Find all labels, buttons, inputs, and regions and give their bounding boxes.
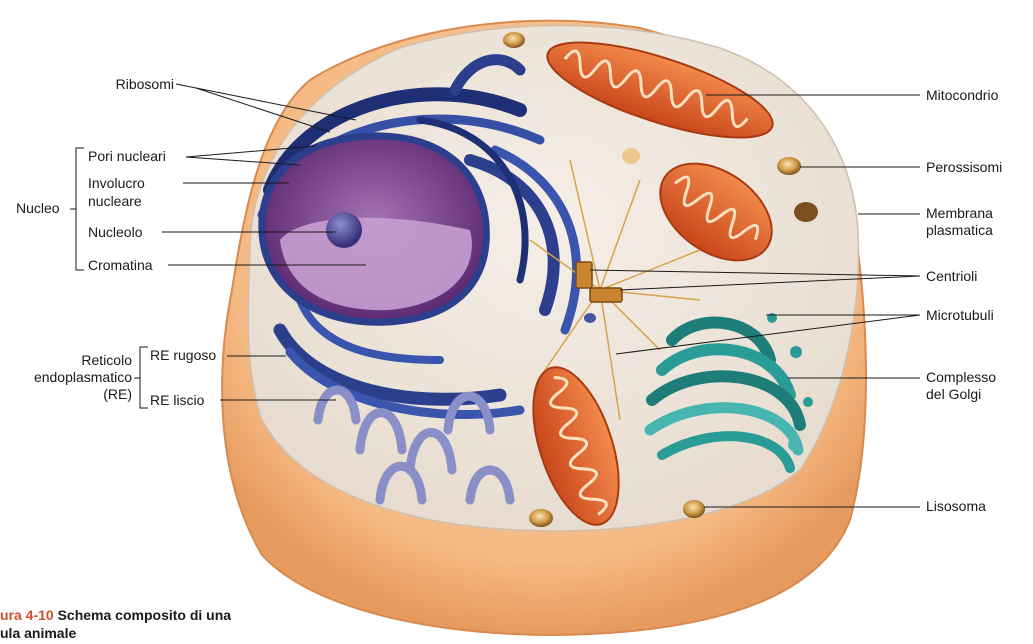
label-involucro-2: nucleare	[88, 193, 142, 210]
peroxisome	[503, 32, 525, 48]
label-centrioli: Centrioli	[926, 268, 977, 285]
peroxisome	[794, 202, 818, 222]
caption-line-1: Schema composito di una	[58, 607, 231, 623]
label-re-rugoso: RE rugoso	[150, 347, 216, 364]
label-membrana-2: plasmatica	[926, 222, 993, 239]
label-golgi-1: Complesso	[926, 369, 996, 386]
label-nucleolo: Nucleolo	[88, 224, 142, 241]
label-re-liscio: RE liscio	[150, 392, 204, 409]
peroxisome	[777, 157, 801, 175]
label-pori-nucleari: Pori nucleari	[88, 148, 166, 165]
label-membrana-1: Membrana	[926, 205, 993, 222]
caption-line-2: ula animale	[0, 624, 231, 642]
label-cromatina: Cromatina	[88, 257, 153, 274]
label-reticolo-3: (RE)	[20, 386, 132, 403]
lysosome	[683, 500, 705, 518]
vesicle	[584, 313, 596, 323]
nucleolus	[326, 212, 362, 248]
label-mitocondrio: Mitocondrio	[926, 87, 998, 104]
nucleus	[262, 136, 487, 322]
label-nucleo: Nucleo	[16, 200, 60, 217]
figure-number: ura 4-10	[0, 607, 54, 623]
label-involucro-1: Involucro	[88, 175, 145, 192]
vesicle	[622, 148, 640, 164]
label-reticolo-1: Reticolo	[20, 352, 132, 369]
label-golgi-2: del Golgi	[926, 386, 981, 403]
label-ribosomi: Ribosomi	[88, 76, 174, 93]
label-lisosoma: Lisosoma	[926, 498, 986, 515]
label-microtubuli: Microtubuli	[926, 307, 994, 324]
figure-caption: ura 4-10 Schema composito di una ula ani…	[0, 606, 231, 642]
label-perossisomi: Perossisomi	[926, 159, 1002, 176]
label-reticolo-2: endoplasmatico	[20, 369, 132, 386]
vesicle	[529, 509, 553, 527]
